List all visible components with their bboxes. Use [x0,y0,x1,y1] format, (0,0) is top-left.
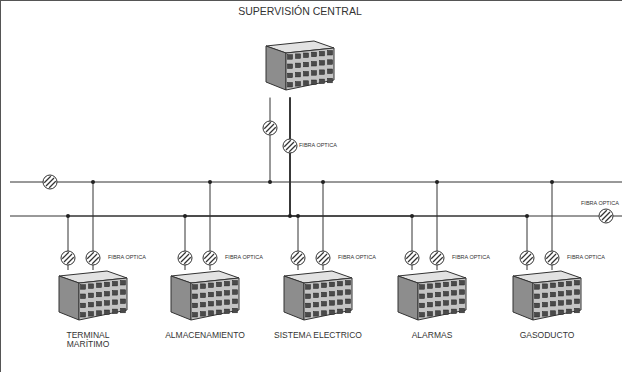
fiber-connector [599,209,613,223]
device-label: GASODUCTO [492,331,602,340]
fiber-connector [86,251,100,265]
junction-dot [296,214,300,218]
fiber-label: FIBRA OPTICA [224,255,264,261]
central-device: SUPERVISIÓN CENTRAL [200,6,400,98]
device-label: TERMINAL MARÍTIMO [57,331,119,350]
junction-dot [435,180,439,184]
fiber-connector [61,251,75,265]
bus-line [10,182,622,183]
junction-dot [66,214,70,218]
device-label: ALMACENAMIENTO [150,331,260,340]
device-icon [57,270,129,328]
fiber-connector [316,251,330,265]
fiber-label: FIBRA OPTICA [580,201,620,207]
fiber-link [185,98,290,270]
device-label: ALARMAS [377,331,487,340]
fiber-label: FIBRA OPTICA [566,255,606,261]
fiber-connector [43,175,57,189]
bus-line [10,216,622,217]
fiber-connector [430,251,444,265]
device-label: SISTEMA ELECTRICO [263,331,373,340]
fiber-label: FIBRA OPTICA [298,143,338,149]
station-device: TERMINAL MARÍTIMO [57,270,119,350]
junction-dot [550,180,554,184]
fiber-drop [270,98,271,182]
fiber-link [290,98,527,270]
station-device: GASODUCTO [492,270,602,340]
fiber-connector [291,251,305,265]
fiber-link [290,98,412,270]
device-icon [511,270,583,328]
junction-dot [208,180,212,184]
fiber-connector [520,251,534,265]
station-device: SISTEMA ELECTRICO [263,270,373,340]
fiber-connector [405,251,419,265]
fiber-connector [203,251,217,265]
fiber-label: FIBRA OPTICA [451,255,491,261]
device-label: SUPERVISIÓN CENTRAL [200,6,400,18]
fiber-link [68,98,290,270]
fiber-connector [178,251,192,265]
device-icon [396,270,468,328]
fiber-connector [545,251,559,265]
device-icon [264,40,336,98]
fiber-link [290,98,298,270]
station-device: ALARMAS [377,270,487,340]
fiber-connector [283,139,297,153]
station-device: ALMACENAMIENTO [150,270,260,340]
junction-dot [91,180,95,184]
junction-dot [288,214,292,218]
junction-dot [268,180,272,184]
junction-dot [183,214,187,218]
device-icon [282,270,354,328]
junction-dot [321,180,325,184]
fiber-label: FIBRA OPTICA [337,255,377,261]
junction-dot [525,214,529,218]
junction-dot [410,214,414,218]
device-icon [169,270,241,328]
fiber-label: FIBRA OPTICA [107,255,147,261]
fiber-connector [263,121,277,135]
